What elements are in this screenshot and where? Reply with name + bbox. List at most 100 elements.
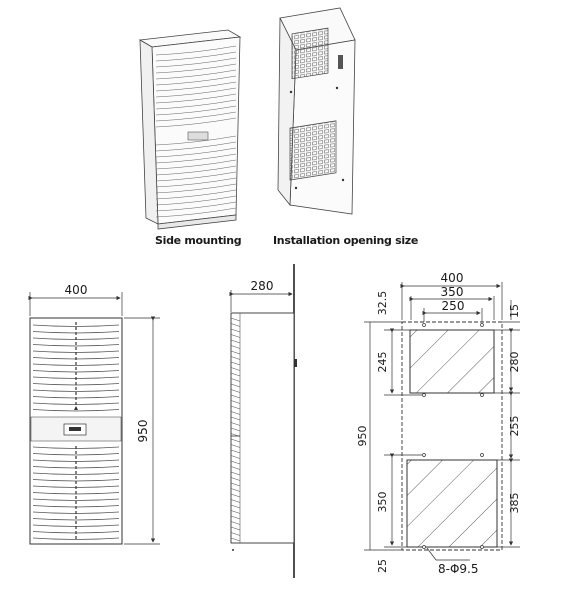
side-view	[230, 264, 297, 578]
front-view-display	[69, 427, 81, 431]
front-view-logo	[74, 406, 78, 410]
fin-line	[230, 389, 241, 393]
front-view	[29, 317, 123, 545]
louver-line	[32, 389, 120, 392]
fin-line	[230, 334, 241, 338]
cutout-upper-opening	[409, 329, 495, 394]
iso-louver-line	[155, 105, 237, 116]
iso-louver-line	[155, 93, 237, 104]
iso-louver-line	[155, 207, 237, 218]
fin-line	[230, 383, 241, 388]
cutout-upper-hole-height-label: 245	[376, 352, 389, 373]
fin-line	[230, 493, 241, 498]
iso-louver-line	[155, 153, 237, 164]
fin-line	[230, 367, 241, 371]
cutout-top-margin-label: 32.5	[376, 291, 389, 316]
iso-front-control-panel	[187, 131, 209, 141]
cutout-lower-opening	[406, 459, 498, 548]
fin-line	[230, 455, 241, 459]
fin-line	[230, 466, 241, 470]
side-dimension-lines	[229, 290, 293, 312]
cutout-upper-opening-height-label: 280	[508, 352, 521, 373]
iso-louver-line	[155, 63, 237, 74]
cutout-lower-hole-height-label: 350	[376, 492, 389, 513]
iso-back-lower-grille	[289, 120, 337, 181]
iso-louver-line	[155, 87, 237, 98]
iso-louver-line	[155, 45, 237, 56]
iso-front-louvers	[155, 45, 237, 218]
iso-louver-line	[155, 195, 237, 206]
iso-louver-line	[155, 141, 237, 152]
iso-back-label-plate	[338, 55, 343, 69]
fin-line	[230, 339, 241, 344]
fin-line	[230, 328, 241, 333]
front-height-label: 950	[136, 420, 150, 443]
cutout-dimension-lines	[364, 282, 520, 561]
side-view-fins	[230, 317, 241, 542]
side-view-bracket	[294, 359, 297, 367]
louver-line	[32, 344, 120, 347]
iso-louver-line	[155, 69, 237, 80]
fin-line	[230, 477, 241, 481]
fin-line	[230, 378, 241, 382]
iso-back-screw	[289, 90, 293, 94]
fin-line	[230, 499, 241, 503]
cutout-holes-note: 8-Φ9.5	[438, 562, 479, 576]
cutout-middle-gap-label: 255	[508, 416, 521, 437]
installation-opening-caption: Installation opening size	[273, 234, 419, 247]
fin-line	[230, 427, 241, 432]
iso-louver-line	[155, 135, 237, 146]
fin-line	[230, 416, 241, 421]
iso-louver-line	[155, 51, 237, 62]
fin-line	[230, 488, 241, 492]
iso-louver-line	[155, 177, 237, 188]
fin-line	[230, 449, 241, 454]
louver-line	[32, 518, 120, 521]
front-width-label: 400	[65, 283, 88, 297]
cutout-upper-width-label: 250	[442, 299, 465, 313]
iso-louver-line	[155, 159, 237, 170]
side-depth-label: 280	[251, 279, 274, 293]
louver-line	[32, 498, 120, 501]
fin-line	[230, 504, 241, 509]
iso-louver-line	[155, 165, 237, 176]
iso-back-screw	[294, 186, 298, 190]
fin-line	[230, 350, 241, 355]
side-mounting-caption: Side mounting	[155, 234, 242, 247]
cutout-hole-spacing-label: 350	[441, 285, 464, 299]
iso-louver-line	[155, 111, 237, 122]
louver-line	[32, 453, 120, 456]
iso-louver-line	[155, 99, 237, 110]
fin-line	[230, 438, 241, 443]
fin-line	[230, 471, 241, 476]
iso-back-screw	[335, 86, 339, 90]
cutout-overall-width-label: 400	[441, 271, 464, 285]
cutout-overall-height-label: 950	[356, 426, 369, 447]
louver-line	[32, 537, 120, 540]
fin-line	[230, 405, 241, 410]
fin-line	[230, 361, 241, 366]
fin-line	[230, 323, 241, 327]
fin-line	[230, 460, 241, 465]
louver-line	[32, 324, 120, 327]
fin-line	[230, 444, 241, 448]
iso-back-screw	[341, 178, 345, 182]
fin-line	[230, 515, 241, 520]
side-view-body	[230, 312, 295, 544]
mounting-holes	[422, 323, 484, 549]
iso-back-upper-grille	[291, 27, 329, 80]
iso-louver-line	[155, 75, 237, 86]
louver-line	[32, 409, 120, 412]
iso-louver-line	[155, 147, 237, 158]
cutout-bottom-margin-label: 25	[376, 559, 389, 573]
iso-louver-line	[155, 201, 237, 212]
fin-line	[230, 532, 241, 536]
fin-line	[230, 422, 241, 426]
iso-louver-line	[155, 81, 237, 92]
fin-line	[230, 537, 241, 542]
fin-line	[230, 526, 241, 531]
fin-line	[230, 510, 241, 514]
fin-line	[230, 372, 241, 377]
